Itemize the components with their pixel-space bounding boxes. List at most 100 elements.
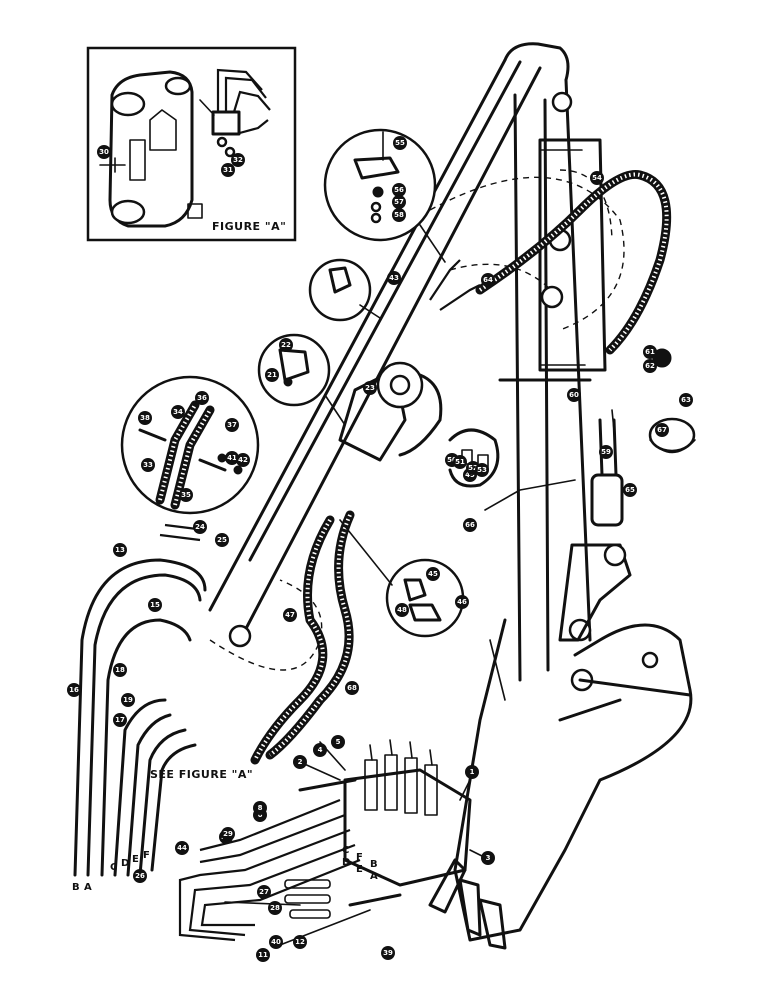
callout-28-label: 28 [270, 904, 280, 912]
callout-42: 42 [236, 453, 250, 467]
callout-2-label: 2 [298, 758, 303, 766]
hose-letter-c: C [110, 862, 117, 873]
valve-letter-e: E [356, 864, 363, 875]
callout-4: 4 [313, 743, 327, 757]
callout-37-label: 37 [227, 421, 237, 429]
callout-3: 3 [481, 851, 495, 865]
callout-51-label: 51 [455, 458, 465, 466]
callout-56-label: 56 [394, 186, 404, 194]
callout-22: 22 [279, 338, 293, 352]
callout-17-label: 17 [115, 716, 125, 724]
valve-letter-d: D [342, 857, 350, 868]
callout-27-label: 27 [259, 888, 269, 896]
callout-51: 51 [453, 455, 467, 469]
callout-59-label: 59 [601, 448, 611, 456]
callout-55-label: 55 [395, 139, 405, 147]
callout-34-label: 34 [173, 408, 183, 416]
callout-66-label: 66 [465, 521, 475, 529]
hose-letter-b: B [72, 882, 80, 893]
callout-13-label: 13 [115, 546, 125, 554]
detail-circle-21-22 [257, 333, 346, 426]
callout-60: 60 [567, 388, 581, 402]
boom-assembly [208, 42, 632, 692]
valve-letter-f: F [356, 852, 363, 863]
callout-38: 38 [138, 411, 152, 425]
callout-35: 35 [179, 488, 193, 502]
callout-56: 56 [392, 183, 406, 197]
valve-letter-c: C [342, 845, 349, 856]
hydraulic-hoses [73, 169, 672, 877]
hose-letter-f: F [143, 850, 150, 861]
callout-26: 26 [133, 869, 147, 883]
callout-43: 43 [387, 271, 401, 285]
callout-62: 62 [643, 359, 657, 373]
callout-44-label: 44 [177, 844, 187, 852]
valve-letter-b: B [370, 859, 378, 870]
callout-17: 17 [113, 713, 127, 727]
callout-25: 25 [215, 533, 229, 547]
callout-1: 1 [465, 765, 479, 779]
callout-38-label: 38 [140, 414, 150, 422]
callout-28: 28 [268, 901, 282, 915]
hose-letter-a: A [84, 882, 92, 893]
callout-41-label: 41 [227, 454, 237, 462]
detail-circle-55-58 [323, 128, 446, 263]
callout-8: 8 [253, 801, 267, 815]
callout-32-label: 32 [233, 156, 243, 164]
callout-68-label: 68 [347, 684, 357, 692]
callout-31: 31 [221, 163, 235, 177]
figure-a-inset: FIGURE "A" [86, 46, 297, 242]
callout-60-label: 60 [569, 391, 579, 399]
callout-18: 18 [113, 663, 127, 677]
detail-circle-33-42 [120, 375, 260, 515]
callout-66: 66 [463, 518, 477, 532]
callout-34: 34 [171, 405, 185, 419]
callout-13: 13 [113, 543, 127, 557]
callout-23-label: 23 [365, 384, 375, 392]
callout-64: 64 [481, 273, 495, 287]
callout-2: 2 [293, 755, 307, 769]
callout-49-label: 49 [465, 471, 475, 479]
callout-16-label: 16 [69, 686, 79, 694]
detail-circle-45-48 [339, 519, 465, 638]
hose-letters: B A C D E F C D F E B A [72, 845, 378, 893]
callout-63: 63 [679, 393, 693, 407]
callout-31-label: 31 [223, 166, 233, 174]
callout-5-label: 5 [336, 738, 341, 746]
callout-54-label: 54 [592, 174, 602, 182]
callout-29: 29 [221, 827, 235, 841]
callout-21: 21 [265, 368, 279, 382]
callout-32: 32 [231, 153, 245, 167]
callout-36-label: 36 [197, 394, 207, 402]
callout-58: 58 [392, 208, 406, 222]
callout-12-label: 12 [295, 938, 305, 946]
callout-57: 57 [392, 195, 406, 209]
callout-52-label: 52 [468, 464, 478, 472]
callout-8-label: 8 [258, 804, 263, 812]
callout-67-label: 67 [657, 426, 667, 434]
callout-40-label: 40 [271, 938, 281, 946]
detail-circle-30-31 [308, 258, 381, 322]
callout-53-label: 53 [477, 466, 487, 474]
callout-11: 11 [256, 948, 270, 962]
callout-23: 23 [363, 381, 377, 395]
callout-15: 15 [148, 598, 162, 612]
callout-24: 24 [193, 520, 207, 534]
callout-40: 40 [269, 935, 283, 949]
callout-18-label: 18 [115, 666, 125, 674]
callout-36: 36 [195, 391, 209, 405]
bucket [428, 618, 693, 950]
callout-45-label: 45 [428, 570, 438, 578]
callout-39: 39 [381, 946, 395, 960]
control-valve-bank [178, 739, 472, 942]
callout-46-label: 46 [457, 598, 467, 606]
callout-57-label: 57 [394, 198, 404, 206]
callout-50-label: 50 [447, 456, 457, 464]
figure-a-label: FIGURE "A" [212, 220, 286, 233]
callout-47-label: 47 [285, 611, 295, 619]
callout-44: 44 [175, 841, 189, 855]
callout-6-label: 6 [258, 811, 263, 819]
callout-48-label: 48 [397, 606, 407, 614]
see-figure-a-label: SEE FIGURE "A" [150, 768, 253, 781]
callout-4-label: 4 [318, 746, 323, 754]
